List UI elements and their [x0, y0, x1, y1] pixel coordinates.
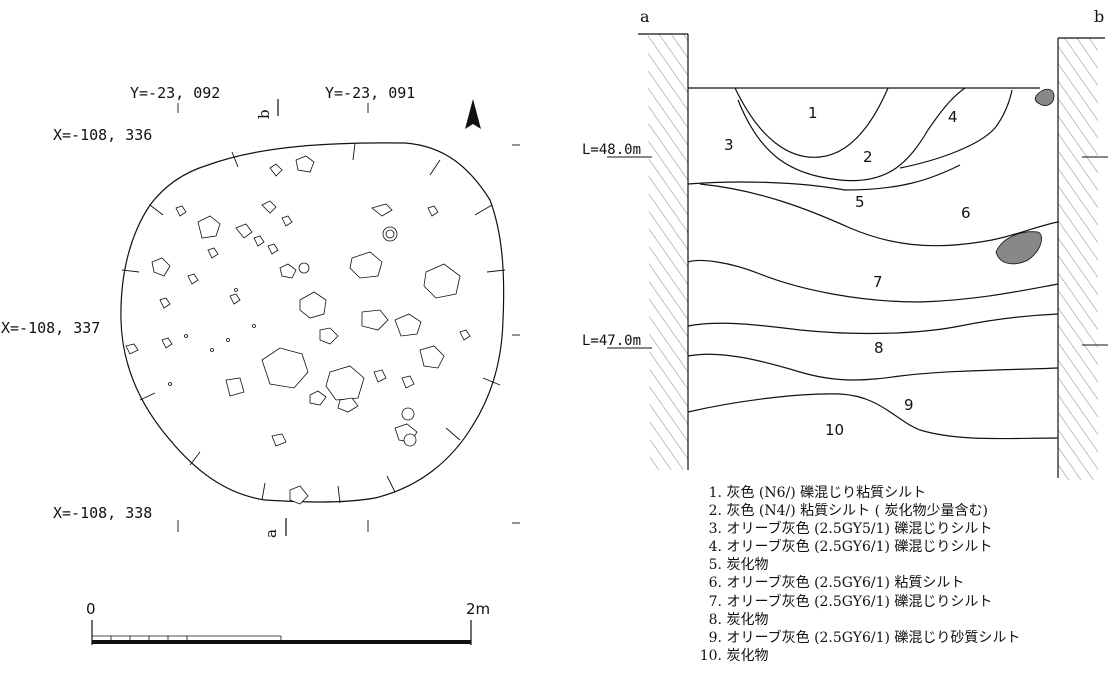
coord-x-top: X=-108, 336: [53, 126, 152, 144]
legend-num: 3.: [708, 521, 722, 538]
legend-num: 10.: [699, 647, 722, 664]
legend-row: 3. オリーブ灰色 (2.5GY5/1) 礫混じりシルト: [694, 520, 1109, 538]
legend-row: 7. オリーブ灰色 (2.5GY6/1) 礫混じりシルト: [694, 593, 1109, 611]
legend-num: 4.: [708, 539, 722, 556]
legend-text: 炭化物: [726, 647, 769, 664]
level-upper-label: L=48.0m: [582, 142, 641, 158]
legend-num: 9.: [708, 629, 722, 646]
legend-num: 6.: [708, 575, 722, 592]
section-corner-b: b: [1094, 7, 1104, 26]
legend-text: オリーブ灰色 (2.5GY6/1) 礫混じりシルト: [726, 539, 993, 556]
layer-numbers: 1 2 3 4 5 6 7 8 9 10: [724, 104, 971, 439]
coord-x-mid: X=-108, 337: [1, 319, 100, 337]
legend-num: 8.: [708, 611, 722, 628]
section-view: a b L=48.0m L=47.0m: [582, 7, 1108, 480]
plan-view: Y=-23, 092 Y=-23, 091 X=-108, 336 X=-108…: [1, 84, 520, 538]
legend-row: 8. 炭化物: [694, 611, 1109, 629]
grid-ticks: [177, 103, 520, 532]
legend-row: 4. オリーブ灰色 (2.5GY6/1) 礫混じりシルト: [694, 538, 1109, 556]
layer-number-1: 1: [808, 104, 818, 122]
legend-row: 6. オリーブ灰色 (2.5GY6/1) 粘質シルト: [694, 574, 1109, 592]
legend-text: 炭化物: [726, 611, 769, 628]
legend-text: オリーブ灰色 (2.5GY5/1) 礫混じりシルト: [726, 521, 993, 538]
scale-start-label: 0: [86, 600, 96, 618]
legend-row: 2. 灰色 (N4/) 粘質シルト ( 炭化物少量含む): [694, 502, 1109, 520]
layer-number-6: 6: [961, 204, 971, 222]
layer-boundaries: [687, 87, 1059, 440]
layer-number-3: 3: [724, 136, 734, 154]
right-wall-hatch: [1058, 38, 1098, 480]
layer-number-10: 10: [825, 421, 844, 439]
layer-number-9: 9: [904, 396, 914, 414]
legend-row: 10. 炭化物: [694, 647, 1109, 665]
stone-scatter: [125, 155, 471, 505]
layer-number-7: 7: [873, 273, 883, 291]
left-wall-hatch: [648, 34, 688, 470]
legend-num: 2.: [708, 503, 722, 520]
charcoal-lump-top: [1034, 88, 1055, 106]
section-corner-a: a: [640, 7, 650, 26]
coord-y-right: Y=-23, 091: [325, 84, 415, 102]
legend-num: 7.: [708, 593, 722, 610]
legend-text: 炭化物: [726, 557, 769, 574]
legend-text: オリーブ灰色 (2.5GY6/1) 礫混じりシルト: [726, 593, 993, 610]
legend-text: オリーブ灰色 (2.5GY6/1) 礫混じり砂質シルト: [726, 629, 1021, 646]
legend-num: 1.: [708, 485, 722, 501]
legend-row: 1. 灰色 (N6/) 礫混じり粘質シルト: [694, 484, 1109, 502]
legend-num: 5.: [708, 557, 722, 574]
layer-number-8: 8: [874, 339, 884, 357]
north-arrow-icon: [465, 99, 481, 129]
legend-row: 9. オリーブ灰色 (2.5GY6/1) 礫混じり砂質シルト: [694, 629, 1109, 647]
legend-text: オリーブ灰色 (2.5GY6/1) 粘質シルト: [726, 575, 965, 592]
layer-number-4: 4: [948, 108, 958, 126]
layer-number-5: 5: [855, 193, 865, 211]
charcoal-lump-mid: [995, 231, 1042, 265]
level-lower-label: L=47.0m: [582, 333, 641, 349]
legend-text: 灰色 (N4/) 粘質シルト ( 炭化物少量含む): [726, 503, 988, 520]
legend-text: 灰色 (N6/) 礫混じり粘質シルト: [726, 485, 927, 501]
pit-outline: [120, 142, 505, 503]
pit-edge-ticks: [121, 142, 506, 504]
coord-x-bottom: X=-108, 338: [53, 504, 152, 522]
coord-y-left: Y=-23, 092: [130, 84, 220, 102]
layer-number-2: 2: [863, 148, 873, 166]
legend-row: 5. 炭化物: [694, 556, 1109, 574]
scale-bar: 0 2m: [86, 600, 490, 645]
section-marker-b: b: [255, 109, 273, 119]
layer-legend: 1. 灰色 (N6/) 礫混じり粘質シルト 2. 灰色 (N4/) 粘質シルト …: [694, 484, 1109, 665]
scale-end-label: 2m: [466, 600, 490, 618]
section-marker-a: a: [262, 529, 280, 538]
